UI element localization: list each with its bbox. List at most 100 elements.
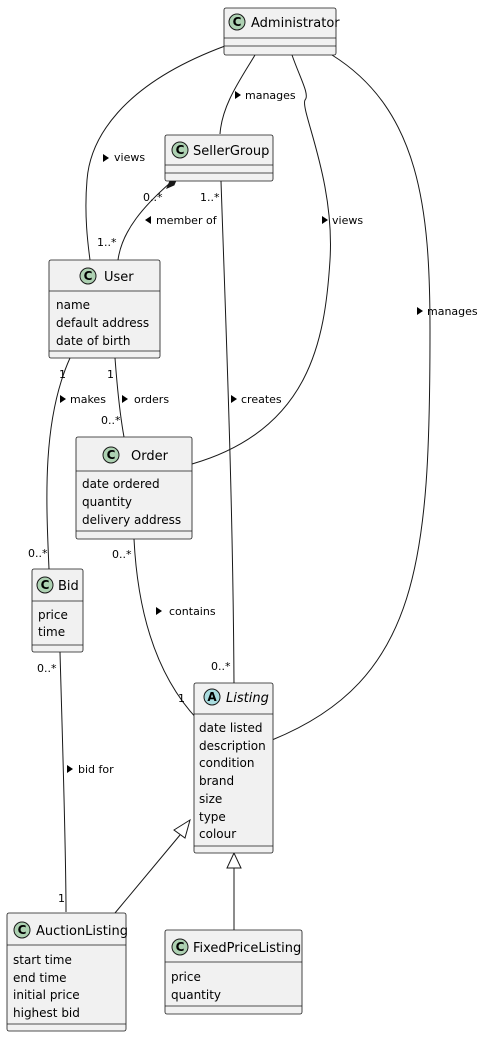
class-attribute: delivery address: [82, 513, 181, 527]
class-attribute: initial price: [13, 988, 80, 1002]
multiplicity-label: 0..*: [143, 191, 163, 204]
multiplicity-label: 0..*: [211, 660, 231, 673]
edge-admin-views-user: [85, 45, 226, 261]
generalization-arrow-fixed: [226, 851, 242, 869]
relation-label: makes: [70, 393, 106, 406]
direction-arrow-icon: [235, 91, 241, 99]
relation-label: manages: [245, 89, 296, 102]
edge-user-makes-bid: [46, 357, 71, 570]
class-glyph: C: [233, 15, 242, 29]
class-name-bid: Bid: [58, 579, 79, 594]
class-circle-icon: [13, 921, 31, 939]
class-auctionlisting: C AuctionListing start time end time ini…: [6, 912, 128, 1032]
class-name-listing: Listing: [226, 691, 269, 706]
direction-arrow-icon: [67, 765, 73, 773]
class-bid: C Bid price time: [31, 568, 84, 653]
multiplicity-label: 1..*: [97, 236, 117, 249]
relation-label: views: [114, 151, 145, 164]
class-circle-icon: [102, 446, 120, 464]
multiplicity-label: 1: [107, 368, 114, 381]
abstract-class-circle-icon: [203, 688, 221, 706]
edge-bid-for-auctionlisting: [59, 651, 67, 913]
class-name-auctionlisting: AuctionListing: [36, 924, 128, 939]
class-attribute: type: [199, 810, 226, 824]
edge-order-contains-listing: [133, 538, 199, 721]
class-glyph: C: [41, 578, 50, 592]
multiplicity-label: 1..*: [200, 191, 220, 204]
direction-arrow-icon: [145, 216, 151, 224]
direction-arrow-icon: [103, 154, 109, 162]
class-name-order: Order: [131, 449, 169, 464]
class-attribute: default address: [56, 316, 149, 330]
class-order: C Order date ordered quantity delivery a…: [75, 436, 193, 540]
class-glyph: C: [176, 143, 185, 157]
multiplicity-label: 0..*: [37, 662, 57, 675]
edge-user-member-of-sellergroup: [117, 182, 171, 261]
class-name-user: User: [104, 270, 134, 285]
multiplicity-label: 0..*: [112, 548, 132, 561]
multiplicities: 0..* 1..* 1..* 0..* 1 0..* 1 0..* 0..* 1…: [28, 191, 231, 905]
direction-arrow-icon: [231, 395, 237, 403]
class-attribute: condition: [199, 756, 254, 770]
relation-labels: manages views views manages member of cr…: [60, 89, 478, 776]
multiplicity-label: 0..*: [101, 414, 121, 427]
class-glyph: A: [207, 690, 217, 704]
class-attribute: start time: [13, 953, 72, 967]
class-glyph: C: [84, 269, 93, 283]
class-attribute: colour: [199, 827, 236, 841]
class-circle-icon: [79, 267, 97, 285]
relation-label: contains: [169, 605, 216, 618]
class-name-fixedpricelisting: FixedPriceListing: [193, 941, 301, 956]
class-listing: A Listing date listed description condit…: [193, 682, 274, 854]
edge-admin-manages-sellergroup: [219, 54, 256, 135]
relation-label: creates: [241, 393, 282, 406]
class-attribute: date of birth: [56, 334, 130, 348]
class-administrator: C Administrator: [223, 7, 340, 56]
class-attribute: time: [38, 625, 65, 639]
edge-admin-manages-listing: [271, 54, 431, 741]
direction-arrow-icon: [60, 395, 66, 403]
multiplicity-label: 1: [178, 692, 185, 705]
class-attribute: name: [56, 298, 90, 312]
class-user: C User name default address date of birt…: [48, 259, 161, 359]
direction-arrow-icon: [417, 307, 423, 315]
relation-label: member of: [156, 214, 218, 227]
edge-admin-views-order: [191, 54, 331, 465]
class-circle-icon: [171, 938, 189, 956]
class-attribute: highest bid: [13, 1006, 80, 1020]
class-glyph: C: [176, 940, 185, 954]
relation-label: orders: [134, 393, 169, 406]
class-attribute: brand: [199, 774, 234, 788]
direction-arrow-icon: [322, 216, 328, 224]
generalization-arrow-auction: [173, 818, 191, 839]
direction-arrow-icon: [122, 395, 128, 403]
class-circle-icon: [36, 576, 54, 594]
direction-arrow-icon: [156, 607, 162, 615]
class-glyph: C: [18, 923, 27, 937]
class-glyph: C: [107, 448, 116, 462]
relation-label: manages: [427, 305, 478, 318]
class-attribute: description: [199, 739, 266, 753]
class-fixedpricelisting: C FixedPriceListing price quantity: [164, 929, 303, 1015]
relation-label: views: [332, 214, 363, 227]
class-attribute: size: [199, 792, 222, 806]
class-circle-icon: [228, 13, 246, 31]
class-name-administrator: Administrator: [251, 16, 340, 31]
edge-auctionlisting-extends-listing: [114, 834, 181, 914]
multiplicity-label: 0..*: [28, 547, 48, 560]
edges: [46, 45, 431, 930]
class-circle-icon: [171, 141, 189, 159]
multiplicity-label: 1: [58, 892, 65, 905]
relation-label: bid for: [78, 763, 114, 776]
edge-user-orders-order: [114, 357, 125, 438]
class-attribute: quantity: [171, 988, 221, 1002]
class-attribute: end time: [13, 971, 67, 985]
class-attribute: date listed: [199, 721, 263, 735]
class-attribute: price: [38, 608, 68, 622]
class-name-sellergroup: SellerGroup: [193, 144, 269, 159]
multiplicity-label: 1: [59, 368, 66, 381]
class-attribute: date ordered: [82, 477, 160, 491]
class-attribute: quantity: [82, 495, 132, 509]
class-sellergroup: C SellerGroup: [164, 134, 274, 182]
